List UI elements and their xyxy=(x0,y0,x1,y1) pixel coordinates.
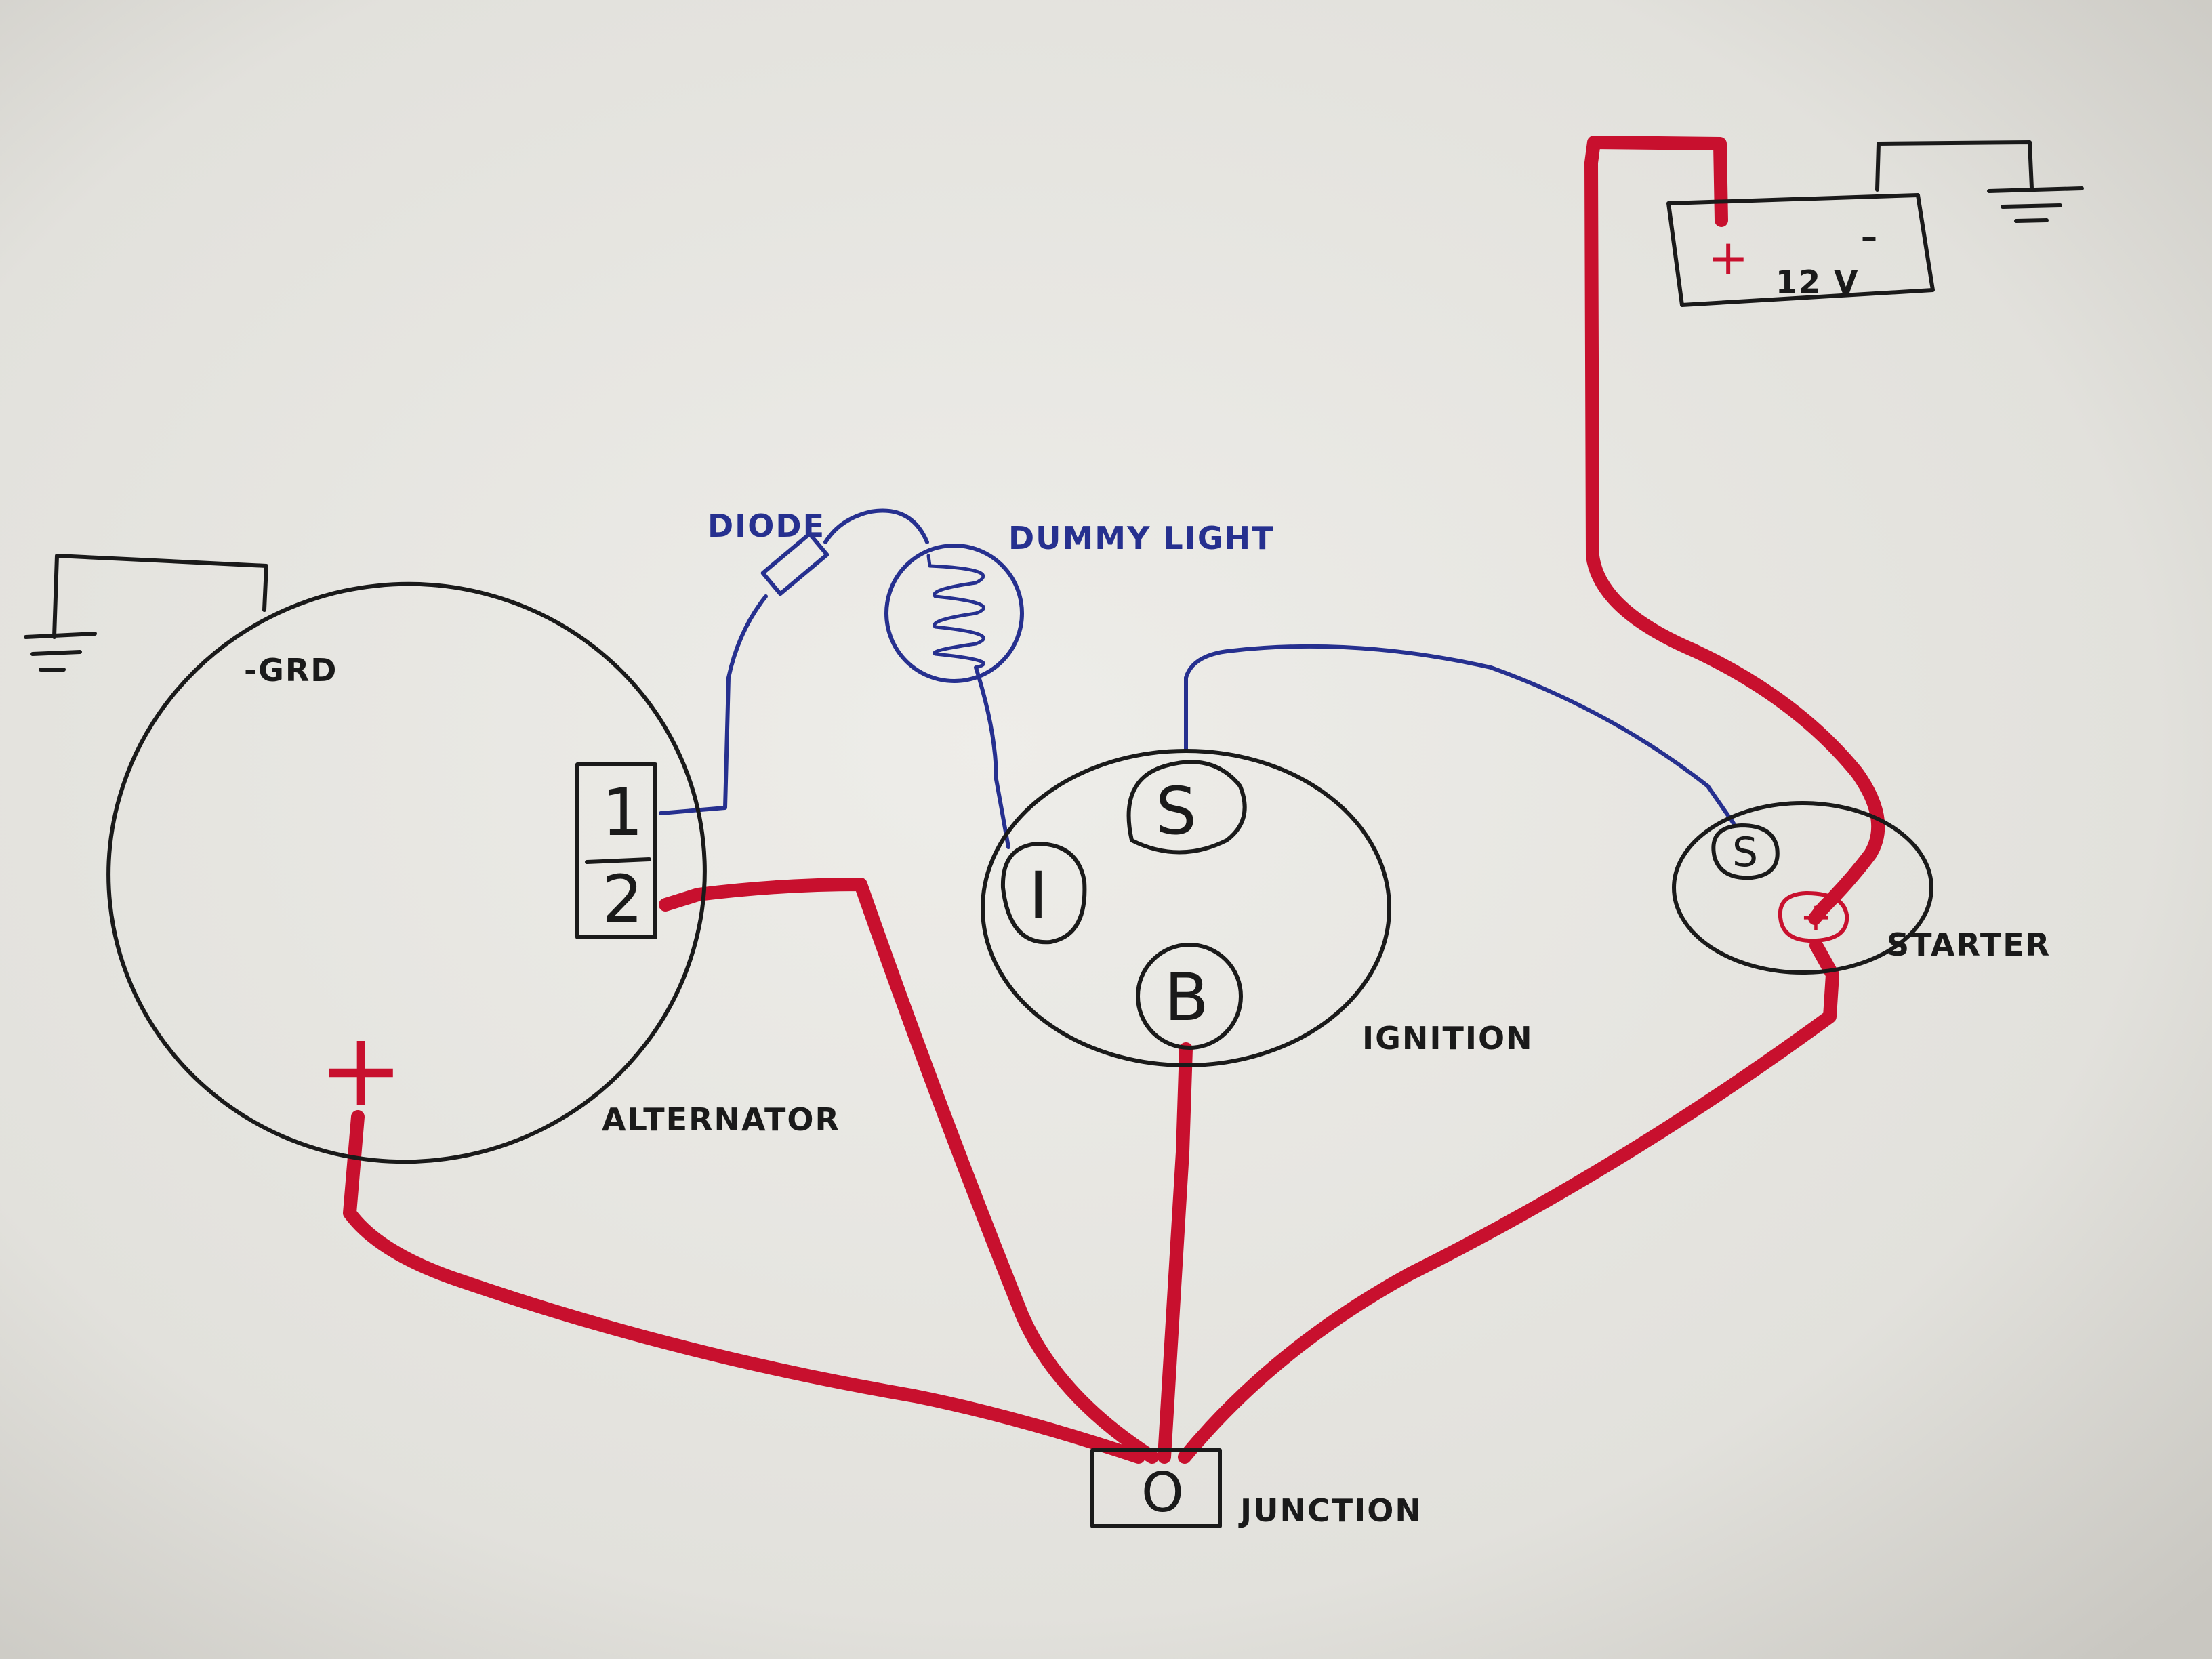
wire-starter-to-junction xyxy=(1178,939,1839,1464)
alternator-terminal-1: 1 xyxy=(602,775,643,851)
ignition-terminal-i-label: I xyxy=(1029,858,1048,934)
battery-plus-terminal: + xyxy=(1708,229,1748,286)
dummy-light-label-text: DUMMY LIGHT xyxy=(1008,520,1274,556)
alternator-terminal-block xyxy=(575,762,657,939)
blue-signal-wires xyxy=(659,508,1736,849)
dummy-light-label: DUMMY LIGHT xyxy=(1008,520,1274,556)
wire-battery-to-starter xyxy=(1584,136,1885,925)
ground-label: -GRD xyxy=(244,652,337,689)
filament-coil xyxy=(926,554,985,670)
battery: + - 12 V xyxy=(1666,140,2084,307)
junction-label: JUNCTION xyxy=(1238,1492,1422,1529)
junction-block: O JUNCTION xyxy=(1090,1448,1422,1529)
battery-ground-icon xyxy=(1987,186,2084,223)
wire-ignS-to-starterS xyxy=(1184,644,1736,825)
alternator: 1 2 -GRD + ALTERNATOR xyxy=(24,554,840,1164)
junction-post: O xyxy=(1141,1461,1184,1524)
battery-minus-terminal: - xyxy=(1860,207,1878,264)
wire-ignB-to-junction xyxy=(1158,1042,1193,1464)
ignition-terminal-b-label: B xyxy=(1164,960,1209,1036)
starter-terminal-plus: + xyxy=(1778,891,1849,943)
red-power-wires xyxy=(343,136,1885,1464)
battery-voltage-label: 12 V xyxy=(1776,264,1860,300)
wire-diode-to-light xyxy=(823,508,929,544)
ignition-switch: S I B IGNITION xyxy=(981,749,1534,1067)
ignition-terminal-i: I xyxy=(1000,842,1087,945)
starter-label: STARTER xyxy=(1887,926,2051,963)
alternator-ground-lead xyxy=(52,554,268,639)
starter-terminal-s-label: S xyxy=(1732,829,1758,876)
diode-body xyxy=(760,531,830,596)
dummy-light: DUMMY LIGHT xyxy=(884,520,1274,683)
wire-light-to-ignI xyxy=(974,665,1010,849)
battery-ground-lead xyxy=(1875,140,2034,192)
starter: S + STARTER xyxy=(1672,801,2051,975)
alternator-plus-terminal: + xyxy=(319,1011,404,1129)
diode-label: DIODE xyxy=(708,508,825,544)
wire-alt1-to-diode xyxy=(659,594,768,815)
alternator-ground-icon xyxy=(24,632,97,672)
wire-alternator-to-junction xyxy=(343,1110,1145,1464)
alternator-label: ALTERNATOR xyxy=(602,1101,840,1138)
ignition-label: IGNITION xyxy=(1362,1020,1534,1057)
ignition-terminal-b: B xyxy=(1136,943,1243,1050)
starter-terminal-plus-label: + xyxy=(1800,895,1832,939)
ignition-terminal-s-label: S xyxy=(1155,773,1197,849)
wire-alt2-to-junction xyxy=(659,878,1159,1464)
diode: DIODE xyxy=(708,508,830,596)
ignition-terminal-s: S xyxy=(1126,760,1247,855)
alternator-terminal-2: 2 xyxy=(602,861,643,937)
starter-terminal-s: S xyxy=(1711,823,1780,880)
